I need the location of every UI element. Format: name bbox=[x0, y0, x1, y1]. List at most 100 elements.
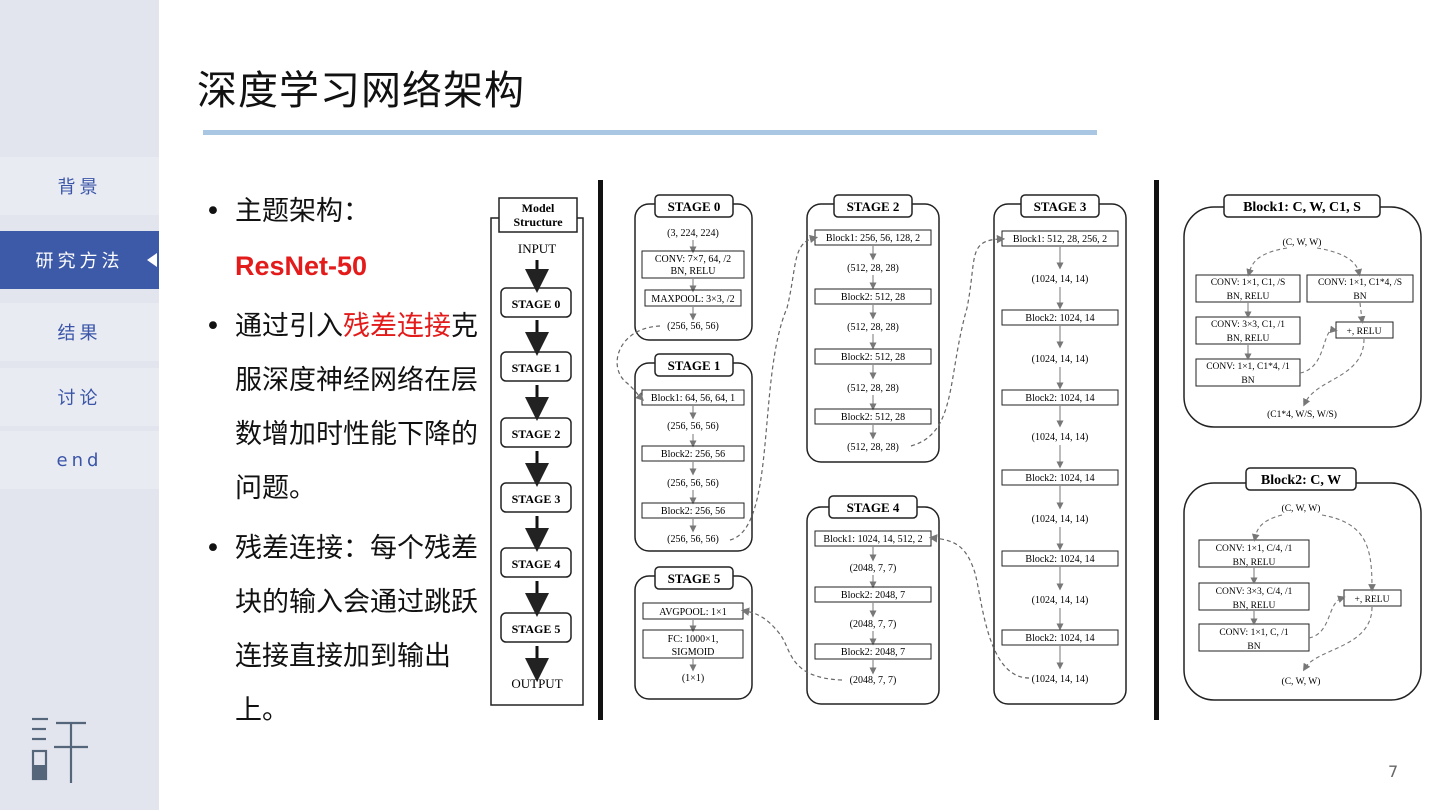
residual-highlight: 残差连接 bbox=[343, 311, 451, 342]
stage-4-shape-1: (2048, 7, 7) bbox=[850, 563, 897, 574]
stage-4-title: STAGE 4 bbox=[847, 500, 900, 515]
sidebar: 背景 研究方法 结果 讨论 end bbox=[0, 0, 159, 810]
block1-conv-b: CONV: 1×1, C1*4, /S bbox=[1318, 278, 1402, 288]
bullet-architecture: • 主题架构： ResNet-50 bbox=[205, 185, 485, 294]
block2-conv2: CONV: 3×3, C/4, /1 bbox=[1216, 587, 1293, 597]
sidebar-item-end[interactable]: end bbox=[0, 431, 159, 489]
sidebar-item-discussion[interactable]: 讨论 bbox=[0, 368, 159, 426]
bullet-dot: • bbox=[205, 196, 221, 227]
model-stage-5: STAGE 5 bbox=[512, 622, 561, 636]
block2-output-shape: (C, W, W) bbox=[1282, 676, 1321, 687]
model-stage-4: STAGE 4 bbox=[512, 557, 561, 571]
stage-5-output-shape: (1×1) bbox=[682, 673, 704, 684]
block2-add: +, RELU bbox=[1355, 595, 1390, 605]
stage-3-shape-2: (1024, 14, 14) bbox=[1032, 354, 1089, 365]
stage-3-shape-6: (1024, 14, 14) bbox=[1032, 674, 1089, 685]
stage-4-shape-3: (2048, 7, 7) bbox=[850, 675, 897, 686]
stage-3-block2-c: Block2: 1024, 14 bbox=[1025, 473, 1094, 484]
stage-4-block2-b: Block2: 2048, 7 bbox=[841, 647, 905, 658]
stage-1-panel: STAGE 1 Block1: 64, 56, 64, 1 (256, 56, … bbox=[634, 353, 753, 552]
stage-5-fc: FC: 1000×1, bbox=[668, 634, 719, 645]
bullet-residual-purpose: • 通过引入残差连接克服深度神经网络在层数增加时性能下降的问题。 bbox=[205, 300, 485, 516]
stage-0-conv-bn: BN, RELU bbox=[671, 266, 717, 277]
block1-conv-a2-bn: BN, RELU bbox=[1227, 334, 1270, 344]
model-title-2: Structure bbox=[513, 215, 563, 229]
stage-3-title: STAGE 3 bbox=[1034, 199, 1087, 214]
resnet-diagram: Model Structure INPUT STAGE 0 STAGE 1 ST… bbox=[490, 180, 1422, 720]
stage-2-shape-2: (512, 28, 28) bbox=[847, 322, 899, 333]
architecture-value: ResNet-50 bbox=[235, 251, 368, 281]
stage-2-shape-4: (512, 28, 28) bbox=[847, 442, 899, 453]
model-stage-list: STAGE 0 STAGE 1 STAGE 2 STAGE 3 STAGE 4 … bbox=[500, 287, 572, 682]
stage-3-panel: STAGE 3 Block1: 512, 28, 256, 2 (1024, 1… bbox=[993, 194, 1127, 705]
stage-5-title: STAGE 5 bbox=[668, 571, 721, 586]
sidebar-item-results[interactable]: 结果 bbox=[0, 303, 159, 361]
bullet-residual-definition: • 残差连接：每个残差块的输入会通过跳跃连接直接加到输出上。 bbox=[205, 522, 485, 738]
block1-conv-a1: CONV: 1×1, C1, /S bbox=[1211, 278, 1286, 288]
block1-title: Block1: C, W, C1, S bbox=[1243, 200, 1361, 215]
stage-4-block2-a: Block2: 2048, 7 bbox=[841, 590, 905, 601]
stage-connectors bbox=[616, 234, 1030, 681]
block1-conv-b-bn: BN bbox=[1353, 292, 1366, 302]
block2-input-shape: (C, W, W) bbox=[1282, 503, 1321, 514]
block2-conv2-bn: BN, RELU bbox=[1233, 601, 1276, 611]
stage-2-shape-1: (512, 28, 28) bbox=[847, 263, 899, 274]
bullet-list: • 主题架构： ResNet-50 • 通过引入残差连接克服深度神经网络在层数增… bbox=[205, 185, 485, 744]
block2-conv1-bn: BN, RELU bbox=[1233, 558, 1276, 568]
stage-1-shape-3: (256, 56, 56) bbox=[667, 534, 719, 545]
stage-2-block2-a: Block2: 512, 28 bbox=[841, 292, 905, 303]
stage-4-panel: STAGE 4 Block1: 1024, 14, 512, 2 (2048, … bbox=[806, 495, 940, 705]
model-structure: Model Structure INPUT STAGE 0 STAGE 1 ST… bbox=[490, 197, 584, 706]
title-underline bbox=[203, 130, 1097, 135]
stage-2-block2-b: Block2: 512, 28 bbox=[841, 352, 905, 363]
stage-1-block2-a: Block2: 256, 56 bbox=[661, 449, 725, 460]
sidebar-item-methods[interactable]: 研究方法 bbox=[0, 231, 159, 289]
separator-right bbox=[1154, 180, 1159, 720]
stage-2-block2-c: Block2: 512, 28 bbox=[841, 412, 905, 423]
stage-0-pool: MAXPOOL: 3×3, /2 bbox=[651, 294, 734, 305]
model-stage-3: STAGE 3 bbox=[512, 492, 561, 506]
model-stage-0: STAGE 0 bbox=[512, 297, 561, 311]
bullet-dot: • bbox=[205, 533, 221, 564]
bullet-dot: • bbox=[205, 311, 221, 342]
stage-0-input-shape: (3, 224, 224) bbox=[667, 228, 719, 239]
block1-conv-a3-bn: BN bbox=[1241, 376, 1254, 386]
model-stage-2: STAGE 2 bbox=[512, 427, 561, 441]
stage-5-avgpool: AVGPOOL: 1×1 bbox=[659, 607, 726, 618]
stage-2-title: STAGE 2 bbox=[847, 199, 900, 214]
page-title: 深度学习网络架构 bbox=[197, 68, 525, 114]
stage-1-block1: Block1: 64, 56, 64, 1 bbox=[651, 393, 735, 404]
logo-icon bbox=[31, 717, 88, 783]
model-stage-1: STAGE 1 bbox=[512, 361, 561, 375]
residual-definition: 残差连接：每个残差块的输入会通过跳跃连接直接加到输出上。 bbox=[235, 533, 478, 726]
residual-prefix: 通过引入 bbox=[235, 311, 343, 342]
stage-3-block2-e: Block2: 1024, 14 bbox=[1025, 633, 1094, 644]
block1-detail-panel: Block1: C, W, C1, S (C, W, W) CONV: 1×1,… bbox=[1183, 194, 1422, 428]
stage-0-panel: STAGE 0 (3, 224, 224) CONV: 7×7, 64, /2 … bbox=[634, 194, 753, 341]
stage-3-block2-a: Block2: 1024, 14 bbox=[1025, 313, 1094, 324]
block1-output-shape: (C1*4, W/S, W/S) bbox=[1267, 409, 1337, 420]
stage-5-fc-sigmoid: SIGMOID bbox=[672, 647, 715, 658]
stage-1-shape-2: (256, 56, 56) bbox=[667, 478, 719, 489]
block2-conv3: CONV: 1×1, C, /1 bbox=[1219, 628, 1289, 638]
block1-conv-a3: CONV: 1×1, C1*4, /1 bbox=[1206, 362, 1290, 372]
stage-1-title: STAGE 1 bbox=[668, 358, 721, 373]
stage-0-conv: CONV: 7×7, 64, /2 bbox=[655, 254, 731, 265]
block1-add: +, RELU bbox=[1347, 327, 1382, 337]
sidebar-item-background[interactable]: 背景 bbox=[0, 157, 159, 215]
model-title-1: Model bbox=[522, 201, 555, 215]
stage-4-shape-2: (2048, 7, 7) bbox=[850, 619, 897, 630]
stage-3-shape-4: (1024, 14, 14) bbox=[1032, 514, 1089, 525]
stage-2-panel: STAGE 2 Block1: 256, 56, 128, 2 (512, 28… bbox=[806, 194, 940, 463]
block2-conv1: CONV: 1×1, C/4, /1 bbox=[1216, 544, 1293, 554]
stage-4-block1: Block1: 1024, 14, 512, 2 bbox=[823, 534, 922, 545]
block2-detail-panel: Block2: C, W (C, W, W) CONV: 1×1, C/4, /… bbox=[1183, 467, 1422, 701]
stage-0-title: STAGE 0 bbox=[668, 199, 721, 214]
model-output: OUTPUT bbox=[511, 676, 562, 691]
block2-title: Block2: C, W bbox=[1261, 473, 1341, 488]
model-input: INPUT bbox=[518, 241, 556, 256]
block2-conv3-bn: BN bbox=[1247, 642, 1260, 652]
stage-3-shape-1: (1024, 14, 14) bbox=[1032, 274, 1089, 285]
stage-2-shape-3: (512, 28, 28) bbox=[847, 383, 899, 394]
stage-5-panel: STAGE 5 AVGPOOL: 1×1 FC: 1000×1, SIGMOID… bbox=[634, 566, 753, 700]
